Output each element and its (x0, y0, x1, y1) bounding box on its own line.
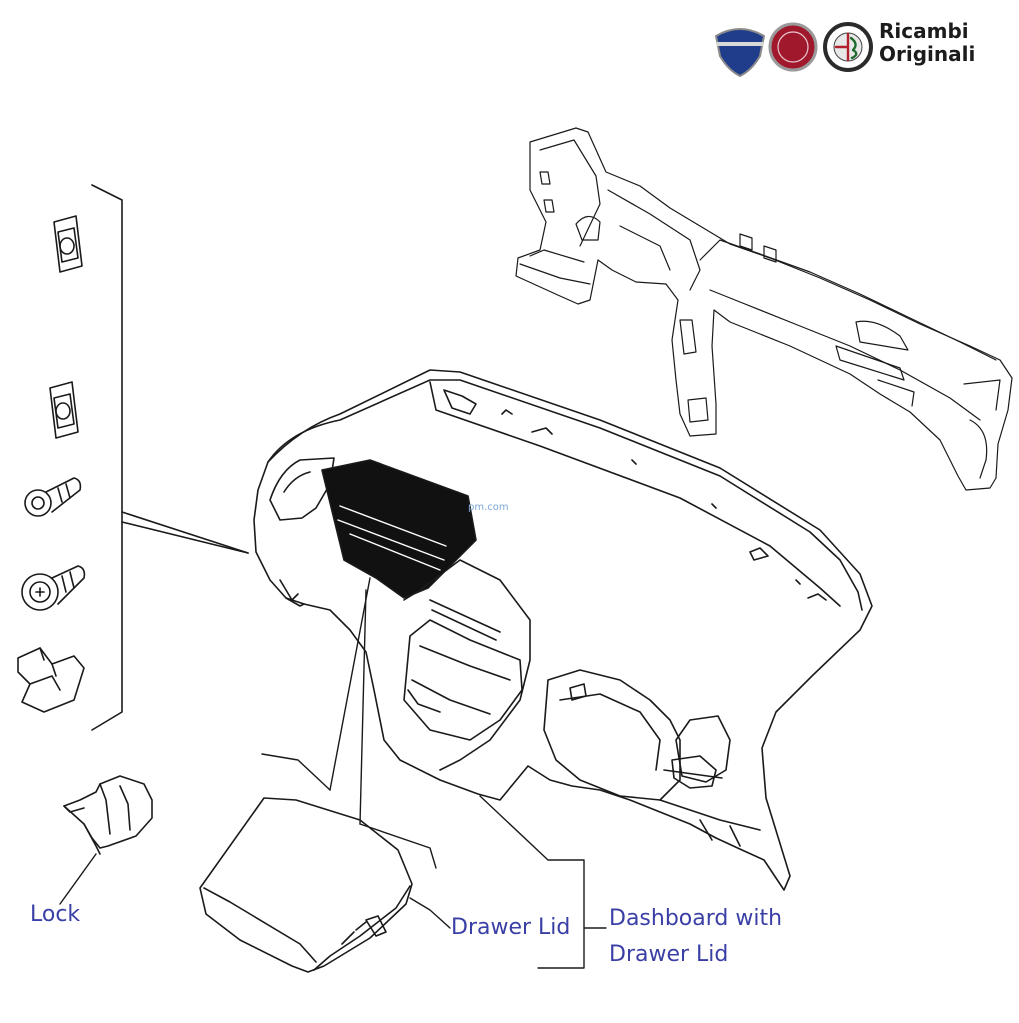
drawer-lid-label: Drawer Lid (451, 915, 571, 940)
leader-lines (59, 577, 607, 969)
brand-line-1: Ricambi (879, 19, 969, 43)
spring-clip (17, 647, 85, 713)
dashboard-label: Dashboard with Drawer Lid (609, 901, 782, 973)
lock-part (63, 775, 153, 855)
screw-with-washer (21, 565, 86, 611)
alfa-romeo-logo (823, 22, 873, 72)
clip-2 (49, 381, 79, 439)
dashboard-body (253, 369, 873, 891)
dashboard-label-line-1: Dashboard with (609, 906, 783, 931)
clip-1 (53, 215, 83, 273)
fiat-logo (768, 22, 818, 72)
small-parts-bracket (91, 184, 249, 731)
dashboard-crossmember (515, 127, 1013, 491)
watermark: pm.com (468, 502, 509, 513)
bolt (24, 477, 82, 517)
brand-line-2: Originali (879, 42, 976, 66)
drawer-lid-part (199, 797, 413, 973)
lock-label: Lock (30, 902, 81, 927)
dashboard-label-line-2: Drawer Lid (609, 942, 729, 967)
brand-title: Ricambi Originali (879, 20, 975, 66)
lancia-logo (715, 28, 765, 77)
